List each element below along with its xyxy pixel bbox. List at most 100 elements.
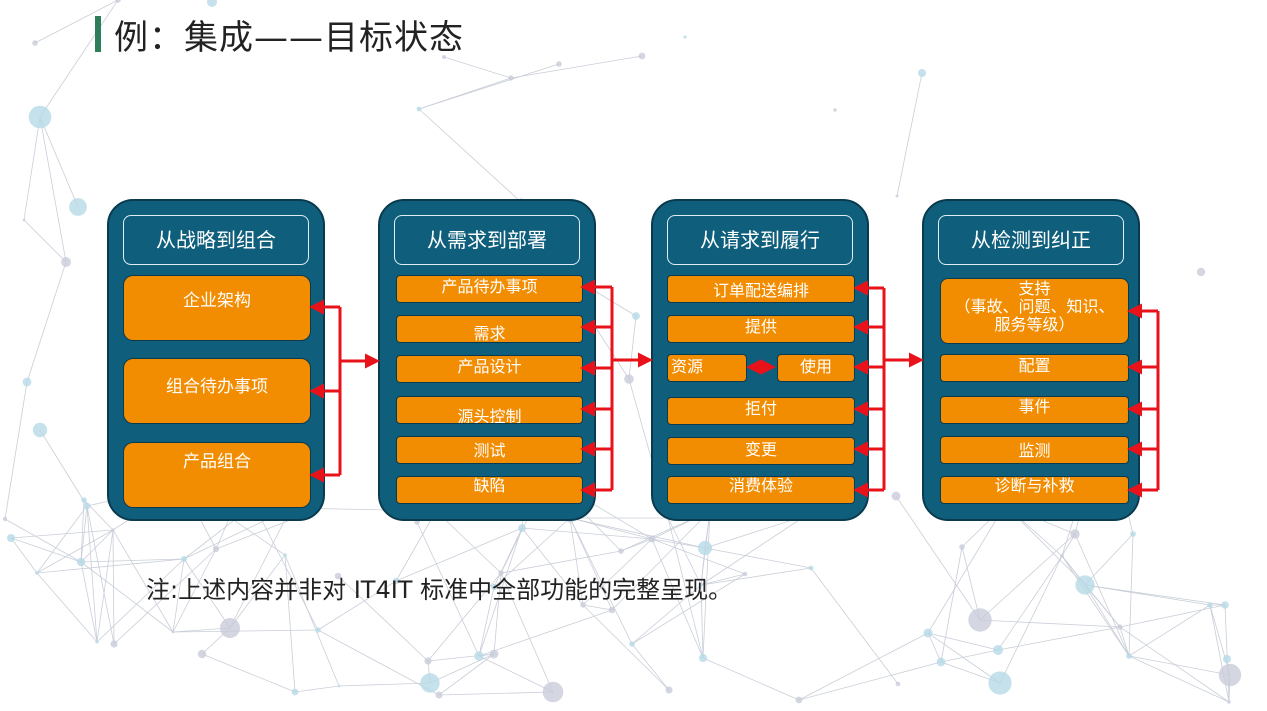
network-node [315,627,321,633]
network-line [478,527,523,657]
network-line [493,517,571,588]
network-line [700,567,812,586]
network-node [22,377,32,387]
network-node [498,570,504,576]
item-portfolio-backlog: 组合待办事项 [123,358,311,424]
network-node [7,534,15,542]
network-line [478,655,554,693]
network-node [32,40,38,46]
network-node [220,618,240,638]
network-node [891,491,901,501]
network-node [665,686,673,694]
network-line [113,548,217,645]
network-line [810,567,899,685]
network-line [651,538,706,549]
network-line [183,558,231,629]
network-line [23,219,67,263]
network-line [1084,584,1130,657]
network-line [620,538,653,552]
network-line [569,517,653,540]
item-product-backlog: 产品待办事项 [396,275,583,303]
title-accent-bar [95,16,101,52]
network-line [229,507,292,629]
network-line [569,517,633,645]
network-line [338,682,431,687]
network-line [704,515,806,549]
item-change: 变更 [667,437,855,465]
network-line [999,555,1063,684]
network-node [580,602,586,608]
network-line [979,533,1076,621]
network-line [36,572,98,643]
item-diagnose-remediate: 诊断与补救 [940,476,1129,504]
network-line [582,604,670,691]
network-line [26,261,67,383]
network-node [1070,529,1080,539]
network-line [418,77,512,110]
network-node [624,374,634,384]
network-line [667,517,702,586]
panel-request-to-fulfill: 从请求到履行 订单配送编排 提供 资源 使用 拒付 变更 消费体验 [651,199,869,521]
panel-requirement-to-deploy: 从需求到部署 产品待办事项 需求 产品设计 源头控制 测试 缺陷 [378,199,596,521]
network-line [317,580,397,631]
network-node [638,52,646,60]
network-line [493,527,523,588]
network-node [988,671,1012,695]
network-line [172,629,319,633]
panel-heading: 从战略到组合 [123,215,309,265]
panel-strategy-to-portfolio: 从战略到组合 企业架构 组合待办事项 产品组合 [107,199,325,521]
network-line [940,649,999,663]
network-node [993,645,1003,655]
network-line [23,116,41,221]
item-chargeback: 拒付 [667,397,855,425]
network-line [39,0,119,118]
network-line [39,429,88,507]
network-node [490,583,498,591]
network-node [518,524,526,532]
network-node [923,628,933,638]
network-node [81,497,87,503]
network-line [1128,655,1231,676]
network-line [700,584,704,659]
network-node [283,553,287,557]
network-node [556,61,562,67]
network-line [80,558,185,563]
network-node [69,198,87,216]
network-line [940,546,963,663]
network-line [4,518,82,563]
network-node [110,640,118,648]
network-line [39,116,67,263]
item-order-orchestration: 订单配送编排 [667,275,855,303]
network-node [435,691,443,699]
network-node [1196,267,1206,277]
network-line [1209,604,1231,676]
network-node [181,556,187,562]
network-node [1221,601,1229,609]
network-line [416,521,480,657]
network-line [229,554,286,629]
network-line [1209,604,1230,703]
network-line [86,505,115,645]
network-line [284,554,296,693]
item-requirement: 需求 [396,315,583,343]
network-line [435,510,502,574]
network-line [651,538,704,659]
network-line [427,572,502,662]
network-node [424,657,432,665]
network-node [420,673,440,693]
network-node [337,684,341,688]
network-node [608,606,616,614]
network-node [197,649,207,659]
panel-heading: 从检测到纠正 [938,215,1124,265]
network-node [833,108,837,112]
network-line [10,537,38,574]
network-line [500,550,622,574]
network-node [698,653,708,663]
network-line [284,554,340,687]
network-line [798,661,942,701]
network-line [39,116,79,208]
network-line [438,691,554,696]
network-line [1128,655,1230,703]
network-line [927,632,999,651]
network-node [1130,531,1136,537]
